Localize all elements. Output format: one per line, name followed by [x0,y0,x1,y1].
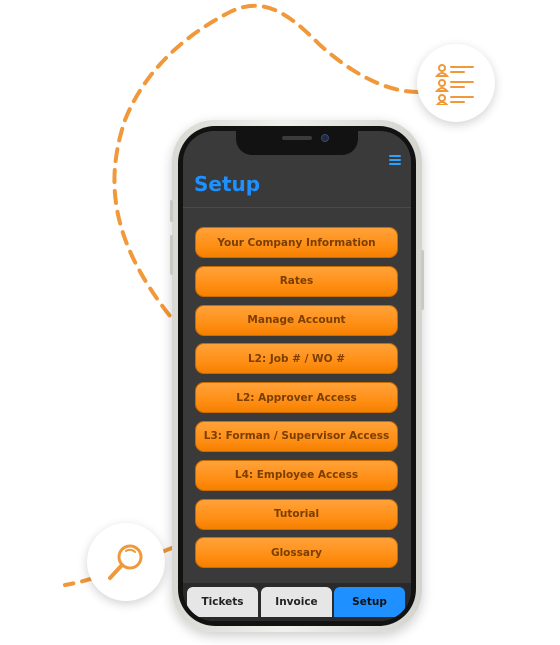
hamburger-menu-icon[interactable] [389,155,401,165]
menu-employee-access-button[interactable]: L4: Employee Access [195,459,398,491]
app-screen: Setup Your Company Information Rates Man… [183,131,411,621]
search-icon [108,544,143,580]
menu-manage-account-button[interactable]: Manage Account [195,304,398,336]
user-list-icon [434,64,474,105]
title-divider [183,207,411,208]
phone-speaker [282,136,312,140]
setup-menu-list: Your Company Information Rates Manage Ac… [195,227,398,576]
phone-side-button [170,200,173,222]
menu-glossary-button[interactable]: Glossary [195,537,398,569]
menu-rates-button[interactable]: Rates [195,265,398,297]
user-list-badge [417,44,495,122]
tab-tickets[interactable]: Tickets [187,587,258,617]
menu-job-wo-button[interactable]: L2: Job # / WO # [195,343,398,375]
phone-notch [236,131,358,155]
tab-setup[interactable]: Setup [334,587,405,617]
camera-icon [321,134,329,142]
menu-tutorial-button[interactable]: Tutorial [195,498,398,530]
phone-side-button [170,235,173,275]
phone-mockup: Setup Your Company Information Rates Man… [170,120,424,632]
phone-side-button [421,250,424,310]
menu-company-info-button[interactable]: Your Company Information [195,227,398,258]
page-title: Setup [194,172,261,196]
menu-supervisor-access-button[interactable]: L3: Forman / Supervisor Access [195,420,398,452]
menu-approver-access-button[interactable]: L2: Approver Access [195,382,398,414]
search-badge [87,523,165,601]
tab-invoice[interactable]: Invoice [261,587,332,617]
bottom-tab-bar: Tickets Invoice Setup [183,583,411,621]
